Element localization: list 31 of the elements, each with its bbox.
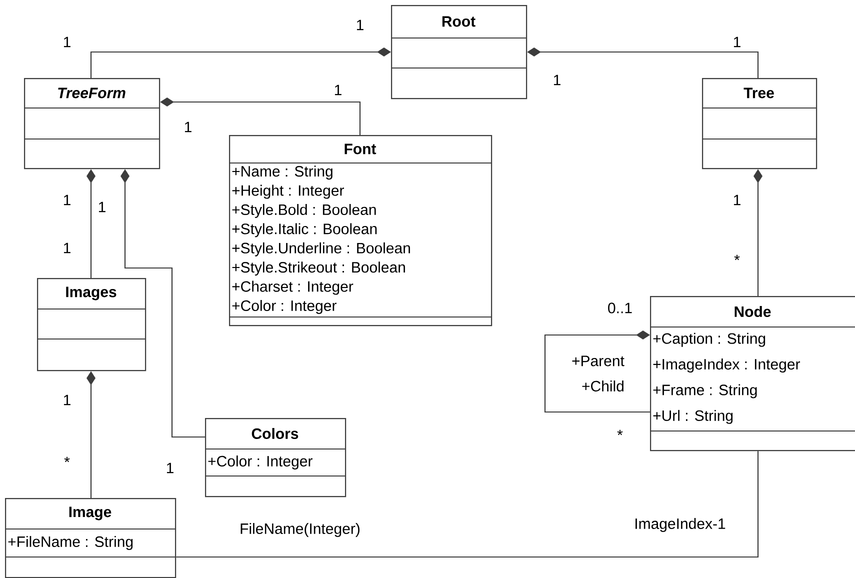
multiplicity-label: 1 [184, 122, 192, 132]
multiplicity-label: 1 [98, 202, 106, 212]
multiplicity-label: 1 [734, 36, 740, 48]
multiplicity-label: 1 [166, 462, 174, 474]
association-line [176, 451, 759, 558]
multiplicity-label: 1 [356, 20, 364, 30]
class-box: Tree [702, 78, 818, 170]
class-box: Root [391, 5, 528, 100]
multiplicity-label: 1 [334, 84, 342, 96]
composition-line [90, 48, 391, 78]
multiplicity-label: 1 [734, 194, 740, 206]
association-label: ImageIndex-1 [636, 518, 726, 532]
multiplicity-label: 1 [554, 74, 560, 86]
role-label: +Parent [572, 356, 624, 366]
class-box: TreeForm [24, 78, 160, 170]
role-label: +Child [582, 380, 624, 392]
multiplicity-label: 1 [64, 36, 70, 48]
multiplicity-label: * [734, 254, 740, 260]
class-box: Node +Caption : String +ImageIndex : Integer +Frame : String +Url : String [650, 296, 855, 452]
composition-line [544, 330, 650, 413]
multiplicity-label: * [64, 456, 70, 462]
class-box: Colors +Color : Integer [205, 418, 346, 498]
class-box: Images [37, 278, 146, 372]
multiplicity-label: * [617, 430, 623, 436]
association-label: FileName(Integer) [240, 523, 360, 537]
class-box: Font +Name : String +Height : Integer +Style.Bold : Boolean +Style.Italic : Boolean +Style.Underline : Boolean +Style.Strikeout : Boolean +Charset : Integer +Color : Integer [229, 135, 492, 326]
multiplicity-label: 1 [64, 394, 70, 406]
multiplicity-label: 1 [64, 242, 70, 254]
class-box: Image +FileName : String [5, 498, 176, 578]
multiplicity-label: 0..1 [608, 302, 632, 314]
multiplicity-label: 1 [64, 194, 70, 206]
